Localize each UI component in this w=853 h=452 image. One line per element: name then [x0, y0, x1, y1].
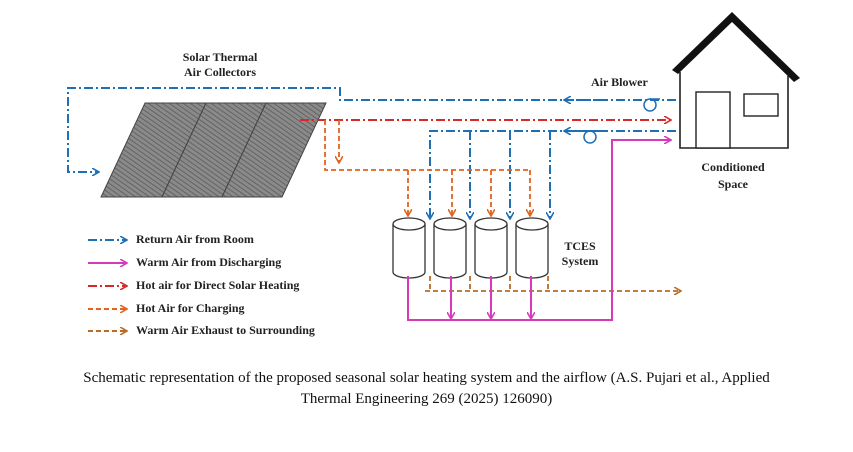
legend-label-return-air: Return Air from Room	[136, 232, 254, 246]
air-blower-label: Air Blower	[591, 75, 648, 89]
tces-cylinder	[515, 217, 549, 279]
figure-caption: Schematic representation of the proposed…	[0, 368, 853, 410]
tces-cylinder	[433, 217, 467, 279]
charging-air-lines	[324, 120, 530, 215]
tces-system-label-line2: System	[561, 254, 599, 268]
tces-cylinder	[392, 217, 426, 279]
conditioned-space-label: Conditioned Space	[701, 159, 764, 193]
solar-collector-array	[100, 102, 327, 198]
tces-cylinders	[392, 217, 549, 279]
conditioned-space-label-line2: Space	[717, 177, 748, 191]
solar-collectors-label: Solar Thermal Air Collectors	[183, 50, 258, 80]
tces-cylinder	[474, 217, 508, 279]
figure-caption-line2: Thermal Engineering 269 (2025) 126090)	[300, 391, 553, 407]
legend-swatches	[88, 240, 126, 331]
tces-system-label: TCES System	[562, 239, 599, 269]
house-icon	[672, 12, 800, 149]
house-door	[695, 91, 731, 149]
exhaust-air-lines	[425, 276, 680, 291]
legend-label-charging: Hot Air for Charging	[136, 301, 245, 315]
conditioned-space-label-line1: Conditioned	[701, 160, 765, 174]
solar-collectors-label-line2: Air Collectors	[183, 65, 257, 79]
figure-caption-line1: Schematic representation of the proposed…	[83, 370, 770, 386]
legend-label-direct-heating: Hot air for Direct Solar Heating	[136, 278, 300, 292]
air-blower-fan-icon	[643, 98, 660, 112]
legend-label-exhaust: Warm Air Exhaust to Surrounding	[136, 323, 315, 337]
legend-label-discharging: Warm Air from Discharging	[136, 255, 282, 269]
tces-system-label-line1: TCES	[564, 239, 596, 253]
solar-collectors-label-line1: Solar Thermal	[182, 50, 258, 64]
solar-collector-panel	[221, 102, 327, 198]
air-blower-fan-icon	[583, 130, 600, 144]
house-window	[743, 93, 779, 117]
discharging-air-lines	[407, 140, 670, 321]
